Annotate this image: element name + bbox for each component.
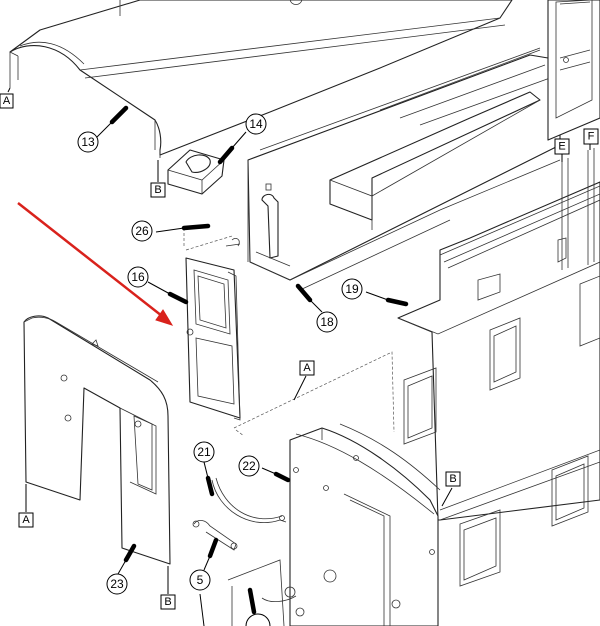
tag-b-wall: B — [160, 594, 176, 610]
svg-text:E: E — [558, 141, 565, 153]
tag-leaders — [7, 87, 591, 594]
red-pointer-arrow — [17, 202, 174, 326]
svg-text:5: 5 — [197, 573, 204, 587]
svg-text:23: 23 — [110, 577, 124, 591]
tag-f: F — [583, 128, 599, 145]
svg-text:13: 13 — [81, 135, 95, 149]
svg-text:B: B — [154, 184, 161, 196]
leader-lines — [95, 105, 409, 626]
tag-a-roof: A — [0, 93, 14, 109]
svg-text:F: F — [588, 131, 595, 143]
svg-text:A: A — [3, 95, 11, 107]
svg-text:22: 22 — [242, 459, 256, 473]
svg-text:19: 19 — [345, 282, 359, 296]
svg-text:18: 18 — [320, 315, 334, 329]
callout-13: 13 — [77, 131, 99, 153]
svg-text:26: 26 — [135, 224, 149, 238]
callout-14: 14 — [245, 113, 267, 135]
svg-text:21: 21 — [197, 445, 211, 459]
callout-5: 5 — [189, 569, 211, 591]
rod-part-5 — [192, 520, 238, 551]
callout-18: 18 — [316, 311, 338, 333]
clip-part-14 — [167, 149, 225, 195]
wire-part-21 — [211, 477, 287, 523]
main-side-wall — [397, 181, 600, 587]
tag-a-mid: A — [299, 360, 315, 376]
tag-e: E — [554, 138, 570, 155]
assembly-guide-lines — [119, 0, 395, 437]
tag-b-mid: B — [445, 471, 461, 487]
callout-19: 19 — [341, 278, 363, 300]
svg-text:A: A — [22, 514, 30, 526]
tag-b-roof: B — [150, 182, 166, 198]
svg-text:B: B — [449, 473, 456, 485]
svg-text:A: A — [303, 362, 311, 374]
callout-21: 21 — [193, 441, 215, 463]
callout-22: 22 — [238, 455, 260, 477]
lever-part — [261, 183, 279, 259]
tag-a-wall: A — [18, 512, 34, 528]
cab-rear-wall — [547, 0, 600, 141]
e-f-posts — [561, 148, 595, 270]
callout-16: 16 — [127, 266, 149, 288]
front-end-wall — [227, 423, 441, 626]
svg-text:B: B — [164, 596, 171, 608]
svg-text:14: 14 — [249, 117, 263, 131]
door-part-16 — [185, 238, 241, 421]
wall-panel-23 — [23, 315, 171, 565]
callout-partial-bottom — [245, 613, 271, 626]
svg-text:16: 16 — [131, 270, 145, 284]
callout-23: 23 — [106, 573, 128, 595]
callout-26: 26 — [131, 220, 153, 242]
